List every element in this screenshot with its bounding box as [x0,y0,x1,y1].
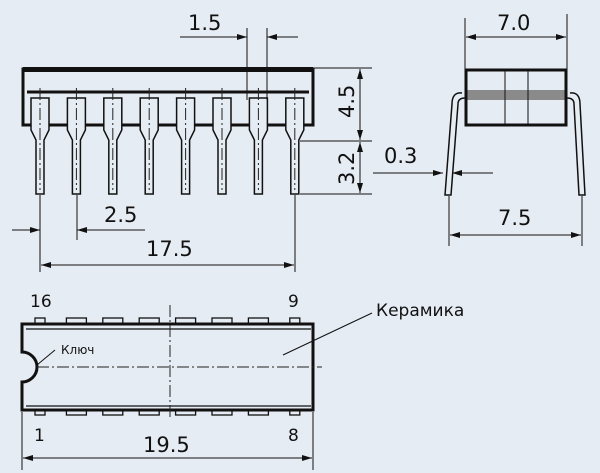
material-leader [282,312,373,356]
dim-lead-thickness-label: 0.3 [384,144,417,168]
dim-pin-width: 1.5 [180,11,298,100]
dim-body-width-label: 7.0 [497,11,530,35]
pin-1-label: 1 [34,426,45,446]
front-body [21,67,315,127]
side-band [466,90,566,100]
dim-length-label: 19.5 [143,433,190,457]
dim-body-height-label: 4.5 [335,85,359,118]
front-pin [248,97,269,195]
front-pin [103,97,123,195]
front-pins [30,88,305,195]
dim-pin-pitch-label: 2.5 [104,203,137,227]
left-lead [444,92,466,196]
front-pin [175,97,196,195]
front-pin [139,97,159,195]
front-pin [212,97,232,195]
side-view: 7.0 0.3 7.5 [373,11,586,246]
front-pin [30,97,50,195]
pin-8-label: 8 [288,426,299,446]
right-lead [566,92,586,196]
material-label: Керамика [376,301,464,321]
front-view [21,67,315,195]
side-body [464,68,568,127]
top-view: 16 9 1 8 Ключ Керамика 19.5 [20,292,464,470]
dim-lead-length-label: 3.2 [335,152,359,185]
dim-body-height: 4.5 3.2 [300,67,372,195]
key-label: Ключ [61,343,94,357]
front-pin [66,97,87,195]
key-leader [36,349,56,366]
dim-pin-span-label: 17.5 [146,237,193,261]
dim-lead-span-label: 7.5 [498,206,531,230]
pin-16-label: 16 [30,292,52,312]
dim-pin-pitch: 2.5 17.5 [12,195,296,272]
dim-pin-width-label: 1.5 [188,11,221,35]
front-pin [285,97,305,195]
pin-9-label: 9 [288,292,299,312]
